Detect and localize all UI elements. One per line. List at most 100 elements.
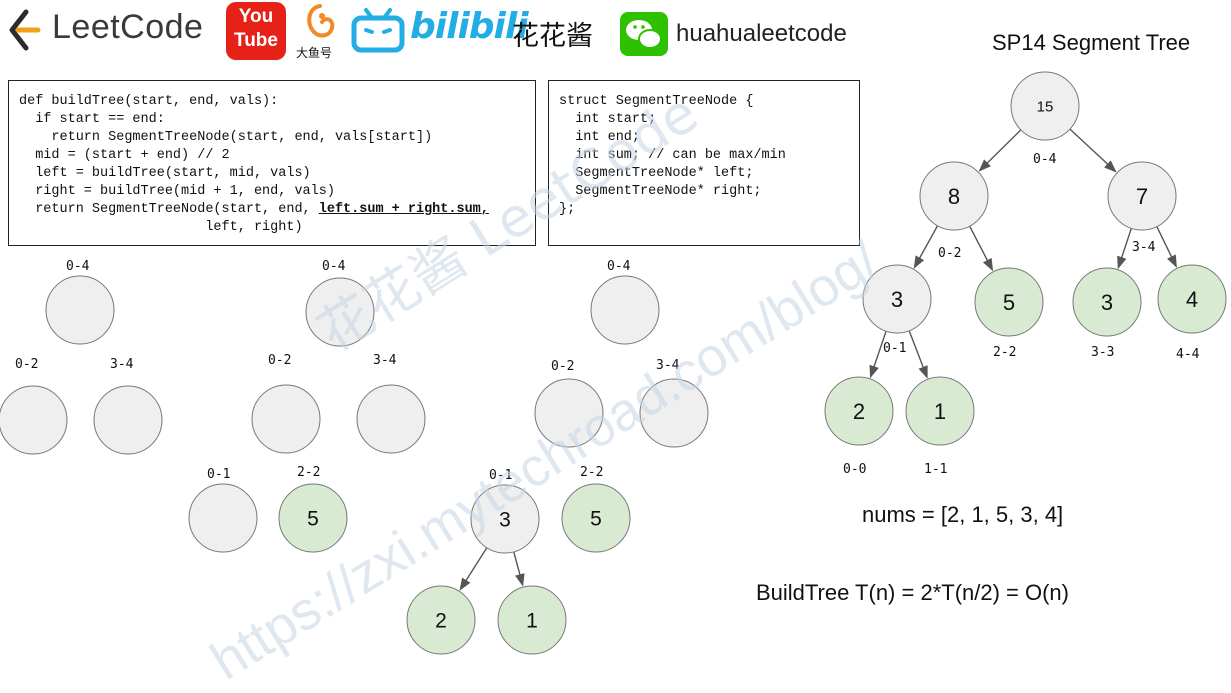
tree-edge <box>513 551 525 587</box>
tree-node: 5 2-2 <box>974 267 1044 360</box>
tree-edge <box>908 330 928 379</box>
node-circle <box>1072 267 1142 337</box>
node-range-label: 1-1 <box>924 462 947 477</box>
tree-node: 1 1-1 <box>905 376 975 477</box>
node-circle <box>497 585 567 655</box>
node-range-label: 3-4 <box>373 353 397 368</box>
node-circle <box>1010 71 1080 141</box>
tree-node: 15 0-4 <box>1010 71 1080 167</box>
code-line: if start == end: <box>19 112 165 127</box>
tree-node: 52-2 <box>561 465 631 553</box>
tree-node: 73-4 <box>1107 161 1177 255</box>
node-range-label: 0-1 <box>489 468 512 483</box>
node-range-label: 0-1 <box>883 341 906 356</box>
tree-edge <box>969 225 994 272</box>
build-tree-code-box: def buildTree(start, end, vals): if star… <box>8 80 536 246</box>
node-value: 1 <box>526 610 538 633</box>
code-line: int end; <box>559 130 641 145</box>
node-circle <box>356 384 426 454</box>
node-circle <box>1107 161 1177 231</box>
node-range-label: 3-3 <box>1091 345 1114 360</box>
node-range-label: 0-0 <box>843 462 866 477</box>
node-value: 3 <box>499 509 511 532</box>
node-value: 3 <box>891 287 903 312</box>
nums-array-text: nums = [2, 1, 5, 3, 4] <box>862 502 1064 527</box>
node-value: 5 <box>1003 290 1015 315</box>
code-line: SegmentTreeNode* right; <box>559 184 762 199</box>
bilibili-tv-icon <box>351 8 405 53</box>
node-range-label: 3-4 <box>110 357 134 372</box>
node-circle <box>470 484 540 554</box>
node-range-label: 2-2 <box>297 465 320 480</box>
leetcode-logo-icon <box>9 9 41 51</box>
build-complexity-text: BuildTree T(n) = 2*T(n/2) = O(n) <box>756 580 1069 605</box>
node-value: 1 <box>934 399 946 424</box>
tree-edge <box>1117 228 1133 270</box>
node-circle <box>278 483 348 553</box>
node-range-label: 2-2 <box>993 345 1016 360</box>
tree-edge <box>869 330 887 379</box>
tree-edge <box>1156 226 1177 268</box>
node-circle <box>251 384 321 454</box>
node-circle <box>824 376 894 446</box>
tree-node: 2 <box>406 585 476 655</box>
node-range-label: 0-4 <box>607 259 631 274</box>
node-value: 3 <box>1101 290 1113 315</box>
wechat-logo-icon <box>620 12 668 56</box>
code-line: SegmentTreeNode* left; <box>559 166 754 181</box>
tree-node: 1 <box>497 585 567 655</box>
tree-node: 52-2 <box>278 465 348 553</box>
node-range-label: 0-4 <box>66 259 90 274</box>
node-range-label: 0-1 <box>207 467 230 482</box>
struct-code-box: struct SegmentTreeNode { int start; int … <box>548 80 860 246</box>
node-circle <box>639 378 709 448</box>
leetcode-wordmark: LeetCode <box>52 8 204 46</box>
bilibili-wordmark: bilibili <box>410 6 529 47</box>
node-circle <box>590 275 660 345</box>
tree-node: 0-4 <box>45 259 115 345</box>
tree-node: 0-1 <box>188 467 258 553</box>
node-range-label: 3-4 <box>656 358 680 373</box>
tree-edge <box>459 547 488 591</box>
tree-node: 3-4 <box>356 353 426 454</box>
tree-node: 3-4 <box>93 357 163 455</box>
node-circle <box>862 264 932 334</box>
youtube-logo-icon: You Tube <box>226 2 286 60</box>
tree-node: 0-2 <box>534 359 604 448</box>
node-value: 8 <box>948 184 960 209</box>
code-line: return SegmentTreeNode(start, end, <box>19 202 319 217</box>
node-value: 4 <box>1186 287 1198 312</box>
node-circle <box>974 267 1044 337</box>
node-circle <box>305 277 375 347</box>
tree-node: 3-4 <box>639 358 709 448</box>
node-circle <box>561 483 631 553</box>
node-range-label: 0-2 <box>938 246 961 261</box>
dayu-label: 大鱼号 <box>296 46 333 60</box>
code-line: mid = (start + end) // 2 <box>19 148 230 163</box>
node-value: 2 <box>435 610 447 633</box>
tree-node: 8 0-2 <box>919 161 989 261</box>
code-line: }; <box>559 202 576 217</box>
node-circle <box>1157 264 1227 334</box>
code-line: left, right) <box>19 220 303 235</box>
node-range-label: 0-4 <box>1033 152 1057 167</box>
tree-edge <box>1069 128 1117 173</box>
node-range-label: 0-2 <box>268 353 291 368</box>
tree-node: 2 0-0 <box>824 376 894 477</box>
code-line: int start; <box>559 112 657 127</box>
node-value: 15 <box>1037 98 1054 115</box>
tree-node: 0-4 <box>590 259 660 345</box>
code-line: struct SegmentTreeNode { <box>559 94 754 109</box>
tree-edge <box>978 129 1022 172</box>
node-range-label: 0-2 <box>551 359 574 374</box>
tree-node: 3 0-1 <box>862 264 932 356</box>
dayu-logo-icon <box>307 4 335 38</box>
tree-node: 0-2 <box>0 357 68 455</box>
tree-node: 0-4 <box>305 259 375 347</box>
code-highlight-sum: left.sum + right.sum, <box>318 202 489 217</box>
node-circle <box>905 376 975 446</box>
code-line: left = buildTree(start, mid, vals) <box>19 166 311 181</box>
node-value: 2 <box>853 399 865 424</box>
